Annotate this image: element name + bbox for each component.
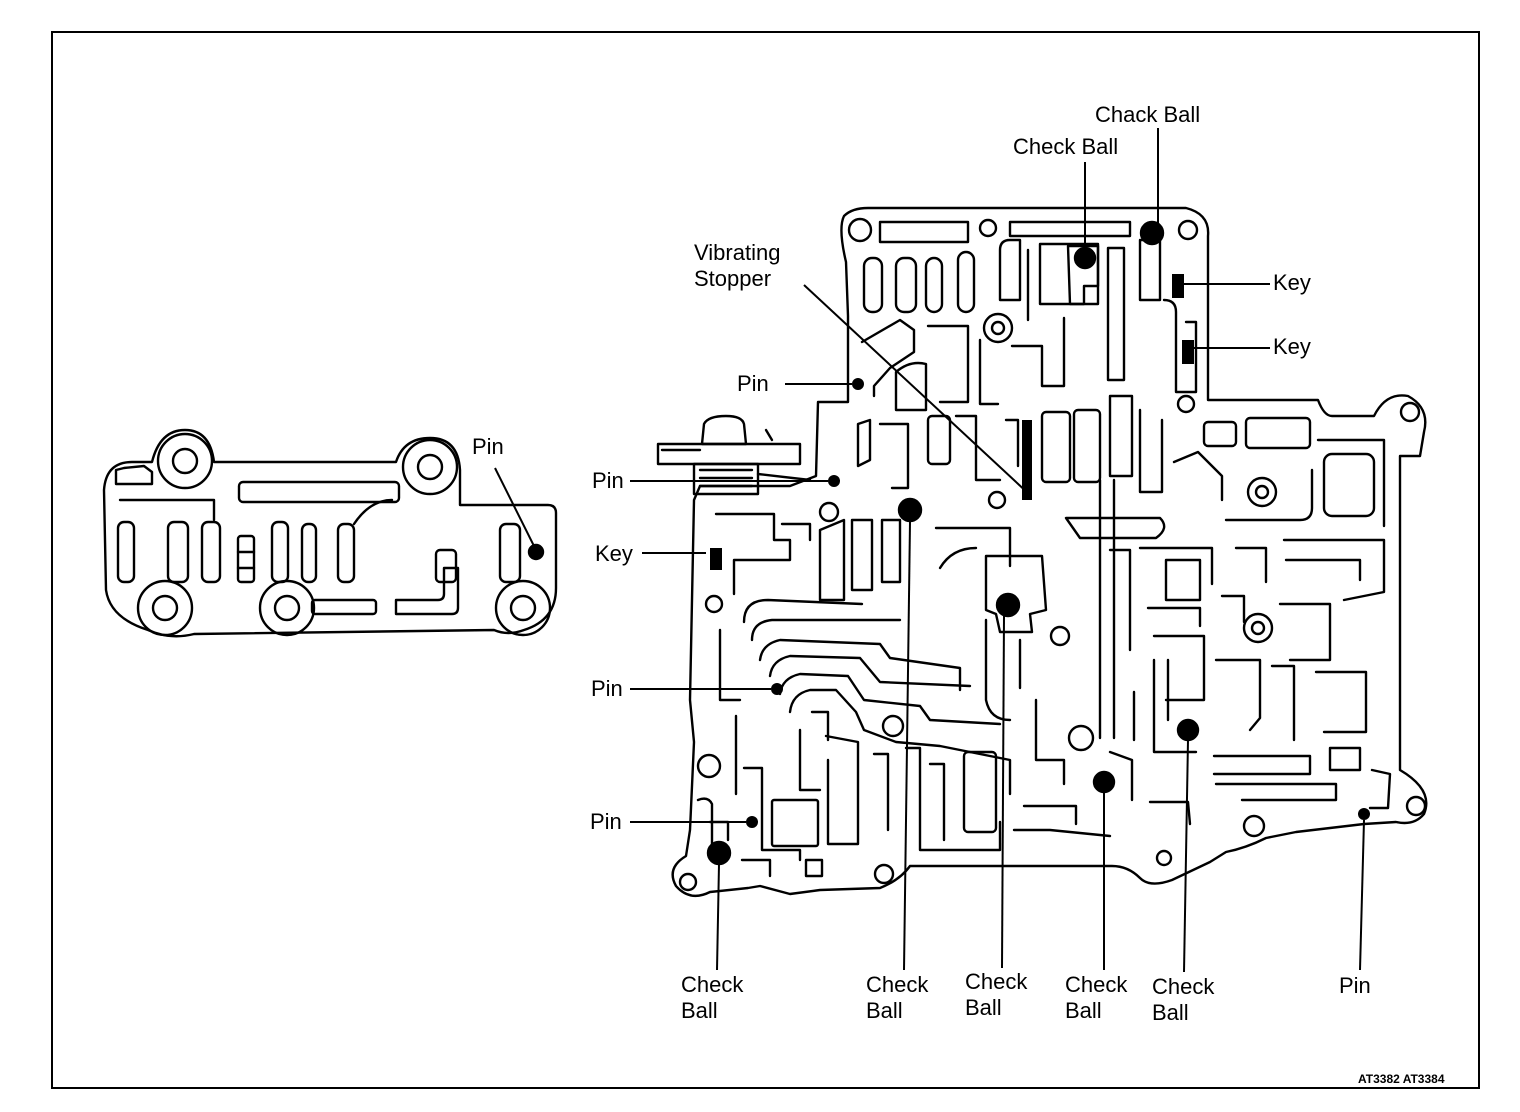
- check-ball-label-2: Check Ball: [866, 972, 928, 1024]
- check-ball-label-4-line1: Check: [1065, 972, 1128, 997]
- check-ball-label-2-line1: Check: [866, 972, 929, 997]
- vibrating-stopper-label-line2: Stopper: [694, 266, 772, 291]
- pin-label-left-mid: Pin: [591, 676, 623, 701]
- key-markers: [710, 274, 1194, 570]
- check-ball-label-5: Check Ball: [1152, 974, 1214, 1026]
- pin-label-left-bottom: Pin: [590, 809, 622, 834]
- check-ball-label-1-line1: Check: [681, 972, 744, 997]
- key-label-second: Key: [1273, 334, 1311, 359]
- check-ball-label-1: Check Ball: [681, 972, 743, 1024]
- check-ball-label-3-line2: Ball: [965, 995, 1002, 1020]
- vibrating-stopper-label: Vibrating Stopper: [694, 240, 780, 292]
- leader-lines: [494, 128, 1365, 973]
- check-ball-label-2-line2: Ball: [866, 998, 903, 1023]
- chack-ball-label-top: Chack Ball: [1095, 102, 1201, 127]
- pin-label-bottom-right: Pin: [1339, 973, 1371, 998]
- small-valve-body: [102, 428, 558, 638]
- vibrating-stopper-bolt: [656, 414, 812, 496]
- diagram-frame: [51, 31, 1480, 1089]
- check-ball-label-1-line2: Ball: [681, 998, 718, 1023]
- pin-label-small-body: Pin: [472, 434, 504, 459]
- check-ball-label-4-line2: Ball: [1065, 998, 1102, 1023]
- pin-label-upper: Pin: [737, 371, 769, 396]
- check-ball-label-3-line1: Check: [965, 969, 1028, 994]
- large-valve-body: [671, 206, 1428, 898]
- pin-markers: [746, 378, 1370, 828]
- check-ball-label-3: Check Ball: [965, 969, 1027, 1021]
- pin-label-left-top: Pin: [592, 468, 624, 493]
- key-label-left: Key: [595, 541, 633, 566]
- check-ball-label-5-line1: Check: [1152, 974, 1215, 999]
- figure-code: AT3382 AT3384: [1358, 1072, 1445, 1086]
- vibrating-stopper-label-line1: Vibrating: [694, 240, 781, 265]
- check-ball-label-5-line2: Ball: [1152, 1000, 1189, 1025]
- check-ball-label-4: Check Ball: [1065, 972, 1127, 1024]
- check-ball-label-top: Check Ball: [1013, 134, 1119, 159]
- key-label-top: Key: [1273, 270, 1311, 295]
